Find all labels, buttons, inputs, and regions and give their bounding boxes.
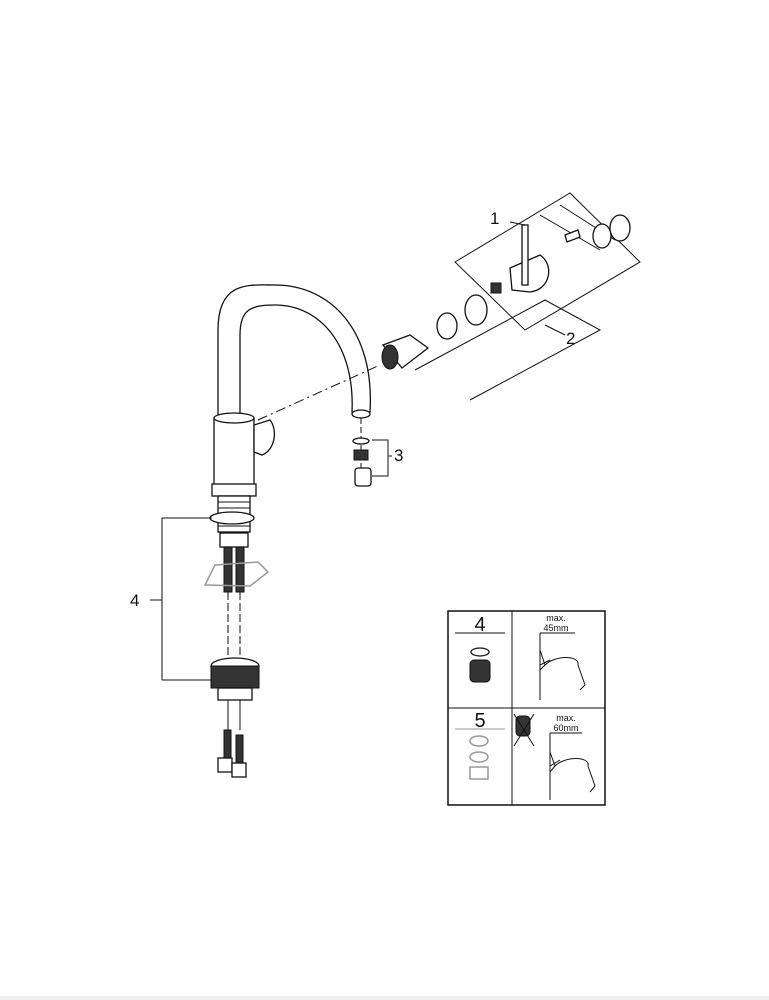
installation-table: 4 max. 45mm 5 max. 60mm: [447, 610, 606, 806]
table-number-5: 5: [474, 710, 485, 732]
callout-2: 2: [566, 329, 575, 348]
table-number-4: 4: [474, 614, 485, 636]
faucet-spout: [217, 284, 371, 421]
bottom-bar: [0, 996, 769, 1000]
max-label-2: max.: [556, 713, 576, 723]
max-value-2: 60mm: [553, 723, 578, 733]
callout-4: 4: [130, 591, 139, 610]
cartridge-parts: [381, 192, 641, 401]
callout-3: 3: [394, 446, 403, 465]
callout-1: 1: [490, 209, 499, 228]
fixing-nut: [210, 657, 260, 701]
hoses: [203, 546, 270, 778]
aerator-parts: [352, 418, 372, 487]
faucet-body: [209, 412, 276, 548]
max-label-1: max.: [546, 613, 566, 623]
max-value-1: 45mm: [543, 623, 568, 633]
